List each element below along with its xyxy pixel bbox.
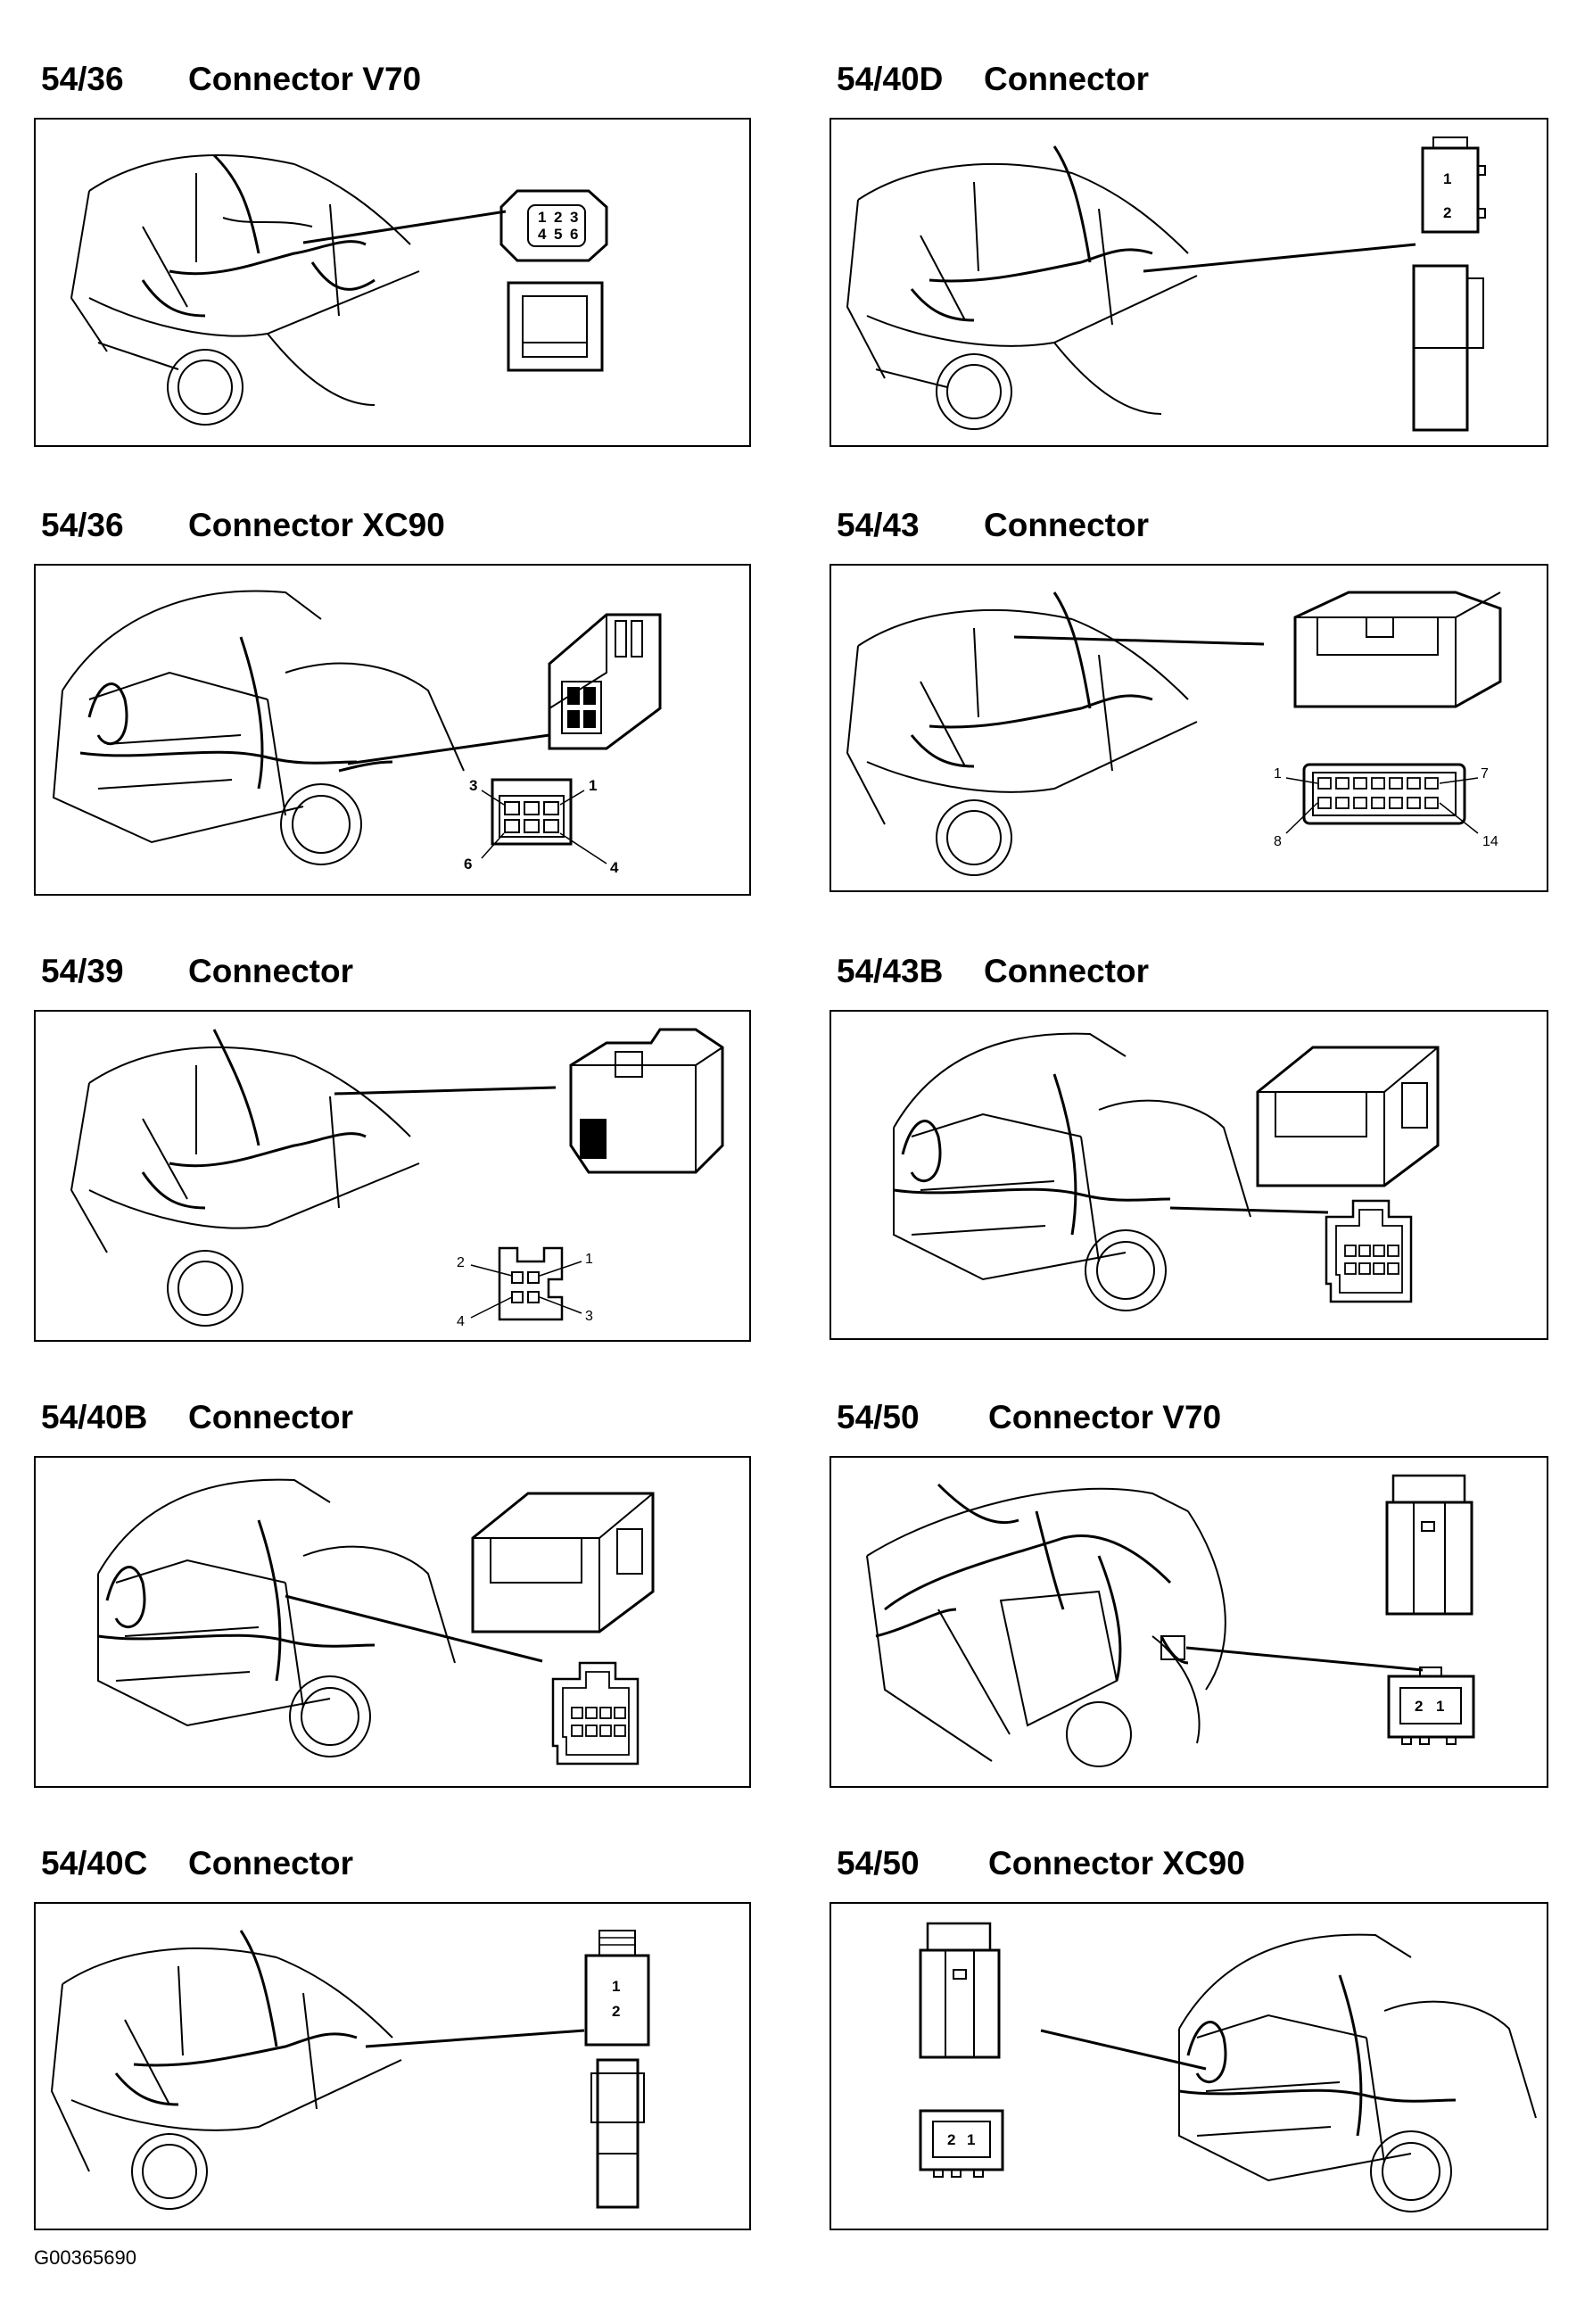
diagram-frame: 1 7 8 14 — [830, 564, 1548, 892]
connector-code: 54/50 — [837, 1845, 920, 1882]
pin-label: 2 — [1415, 1698, 1423, 1715]
top-rear-car-wiring-illustration: 2 1 — [866, 1474, 1475, 1767]
rear-suv-wiring-illustration — [893, 1032, 1440, 1311]
pin-label: 6 — [570, 226, 578, 243]
front-car-wiring-illustration: 1 2 — [50, 1930, 650, 2210]
diagram-frame: 2 1 4 3 — [34, 1010, 751, 1342]
connector-name: Connector V70 — [188, 61, 422, 97]
connector-code: 54/36 — [41, 61, 124, 97]
pin-label: 3 — [585, 1309, 593, 1324]
connector-code: 54/40B — [41, 1399, 148, 1435]
connector-code: 54/36 — [41, 507, 124, 543]
pin-label: 8 — [1274, 834, 1282, 849]
connector-name: Connector XC90 — [988, 1845, 1245, 1882]
pin-label: 1 — [1443, 170, 1451, 187]
front-car-wiring-illustration: 2 1 4 3 — [70, 1028, 724, 1329]
connector-name: Connector — [984, 61, 1149, 97]
connector-code: 54/39 — [41, 953, 124, 989]
diagram-frame: 2 1 — [830, 1902, 1548, 2230]
pin-label: 7 — [1481, 766, 1489, 782]
connector-name: Connector — [188, 1845, 353, 1882]
pin-label: 3 — [469, 777, 477, 794]
rear-suv-wiring-illustration: 2 1 — [919, 1922, 1537, 2212]
connector-code: 54/43 — [837, 507, 920, 543]
pin-label: 1 — [967, 2131, 975, 2148]
front-car-wiring-illustration: 1 2 3 4 5 6 — [70, 153, 608, 426]
pin-label: 14 — [1482, 834, 1498, 849]
connector-name: Connector XC90 — [188, 507, 445, 543]
pin-label: 4 — [457, 1314, 465, 1329]
pin-label: 2 — [1443, 204, 1451, 221]
connector-code: 54/50 — [837, 1399, 920, 1435]
front-car-wiring-illustration: 1 2 — [846, 136, 1486, 432]
diagram-frame: 1 2 3 4 5 6 — [34, 118, 751, 447]
pin-label: 1 — [589, 777, 597, 794]
pin-label: 5 — [554, 226, 562, 243]
diagram-frame: 2 1 — [830, 1456, 1548, 1788]
figure-id: G00365690 — [34, 2246, 136, 2269]
pin-label: 1 — [1274, 766, 1282, 782]
connector-name: Connector — [188, 1399, 353, 1435]
diagram-frame: 1 2 — [34, 1902, 751, 2230]
pin-label: 1 — [1436, 1698, 1444, 1715]
pin-label: 2 — [457, 1255, 465, 1270]
diagram-frame — [34, 1456, 751, 1788]
pin-label: 2 — [554, 209, 562, 226]
connector-name: Connector V70 — [988, 1399, 1222, 1435]
diagram-frame — [830, 1010, 1548, 1340]
diagram-frame: 1 2 — [830, 118, 1548, 447]
pin-label: 2 — [947, 2131, 955, 2148]
pin-label: 1 — [612, 1978, 620, 1995]
connector-code: 54/43B — [837, 953, 944, 989]
pin-label: 1 — [538, 209, 546, 226]
pin-label: 6 — [464, 856, 472, 873]
connector-code: 54/40D — [837, 61, 944, 97]
front-car-wiring-illustration: 1 7 8 14 — [846, 591, 1502, 876]
rear-suv-wiring-illustration: 3 1 6 4 — [52, 590, 662, 876]
rear-suv-wiring-illustration — [97, 1478, 655, 1766]
pin-label: 1 — [585, 1252, 593, 1267]
diagram-frame: 3 1 6 4 — [34, 564, 751, 896]
pin-label: 4 — [538, 226, 547, 243]
pin-label: 4 — [610, 859, 619, 876]
connector-name: Connector — [984, 953, 1149, 989]
pin-label: 3 — [570, 209, 578, 226]
connector-name: Connector — [984, 507, 1149, 543]
pin-label: 2 — [612, 2003, 620, 2020]
connector-name: Connector — [188, 953, 353, 989]
connector-code: 54/40C — [41, 1845, 148, 1882]
